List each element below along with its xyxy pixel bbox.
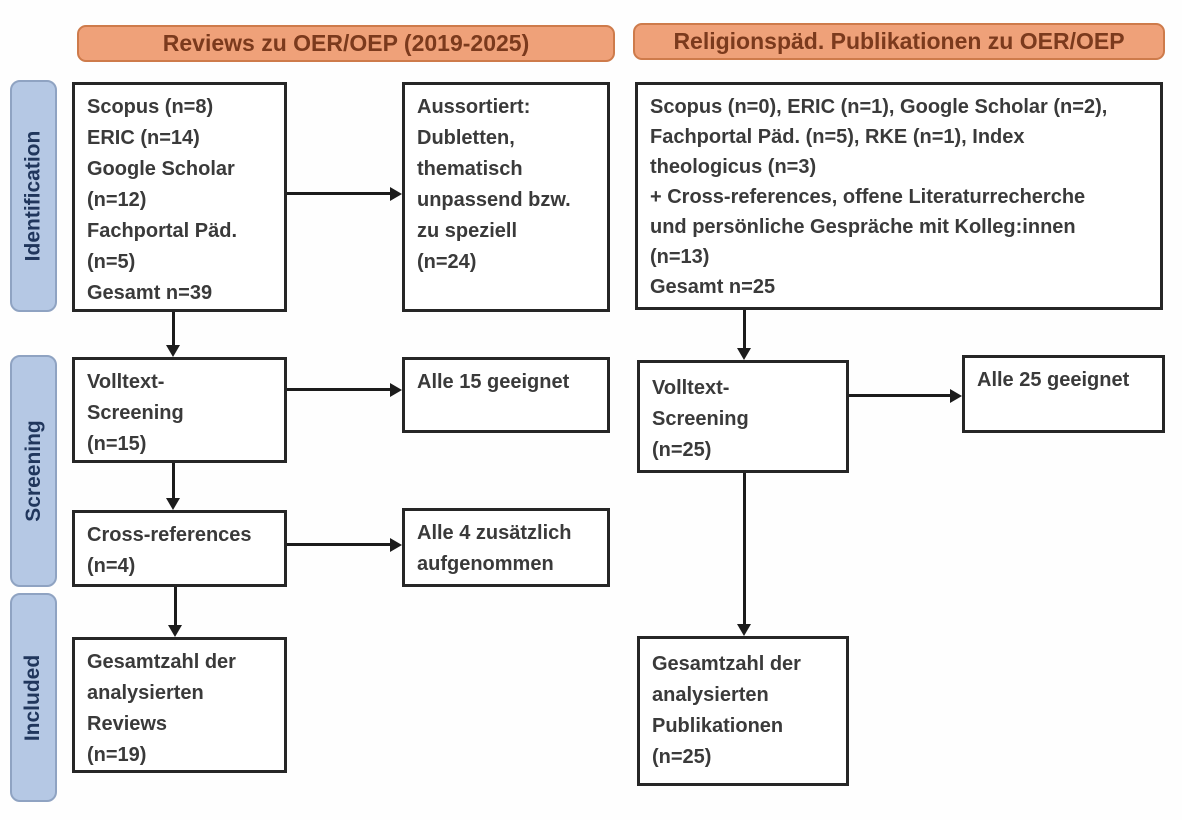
box-line: zu speziell [417, 220, 518, 242]
box-right-included-total: Gesamtzahl der analysierten Publikatione… [637, 636, 849, 786]
column-header-reviews-label: Reviews zu OER/OEP (2019-2025) [162, 30, 530, 56]
box-line: (n=15) [87, 433, 147, 455]
stage-pill-identification-label: Identification [21, 130, 45, 262]
box-left-crossrefs-result: Alle 4 zusätzlich aufgenommen [402, 508, 610, 587]
box-line: (n=13) [650, 246, 710, 268]
box-line: (n=25) [652, 746, 712, 768]
box-line: und persönliche Gespräche mit Kolleg:inn… [650, 216, 1076, 238]
box-left-fulltext-result: Alle 15 geeignet [402, 357, 610, 433]
box-left-included-total: Gesamtzahl der analysierten Reviews (n=1… [72, 637, 287, 773]
column-header-religionspaed: Religionspäd. Publikationen zu OER/OEP [633, 23, 1165, 60]
box-line: Gesamtzahl der [652, 653, 801, 675]
box-line: Fachportal Päd. (n=5), RKE (n=1), Index [650, 126, 1025, 148]
box-line: Cross-references [87, 524, 252, 546]
box-line: Screening [87, 402, 184, 424]
stage-pill-included-label: Included [21, 654, 45, 741]
box-line: aufgenommen [417, 553, 554, 575]
box-line: Gesamtzahl der [87, 651, 236, 673]
box-line: Alle 15 geeignet [417, 371, 570, 393]
box-line: analysierten [87, 682, 204, 704]
box-line: Dubletten, [417, 127, 515, 149]
column-header-religionspaed-label: Religionspäd. Publikationen zu OER/OEP [673, 28, 1125, 54]
box-left-excluded: Aussortiert: Dubletten, thematisch unpas… [402, 82, 610, 312]
box-line: Volltext- [87, 371, 165, 393]
stage-pill-identification: Identification [10, 80, 57, 312]
box-right-fulltext-result: Alle 25 geeignet [962, 355, 1165, 433]
box-line: Gesamt n=25 [650, 276, 776, 298]
box-line: (n=12) [87, 189, 147, 211]
box-line: Fachportal Päd. [87, 220, 238, 242]
box-right-sources: Scopus (n=0), ERIC (n=1), Google Scholar… [635, 82, 1163, 310]
box-line: Alle 4 zusätzlich [417, 522, 572, 544]
box-line: + Cross-references, offene Literaturrech… [650, 186, 1086, 208]
stage-pill-screening: Screening [10, 355, 57, 587]
box-left-fulltext-screening: Volltext- Screening (n=15) [72, 357, 287, 463]
box-line: Google Scholar [87, 158, 235, 180]
box-line: Gesamt n=39 [87, 282, 213, 304]
box-line: thematisch [417, 158, 523, 180]
box-line: (n=19) [87, 744, 147, 766]
box-left-sources: Scopus (n=8) ERIC (n=14) Google Scholar … [72, 82, 287, 312]
box-line: Publikationen [652, 715, 784, 737]
box-line: (n=5) [87, 251, 136, 273]
box-left-crossrefs: Cross-references (n=4) [72, 510, 287, 587]
box-line: Reviews [87, 713, 168, 735]
column-header-reviews: Reviews zu OER/OEP (2019-2025) [77, 25, 615, 62]
box-line: Screening [652, 408, 749, 430]
box-line: Alle 25 geeignet [977, 369, 1130, 391]
box-line: (n=25) [652, 439, 712, 461]
stage-pill-included: Included [10, 593, 57, 802]
stage-pill-screening-label: Screening [21, 420, 45, 522]
box-line: analysierten [652, 684, 769, 706]
box-line: ERIC (n=14) [87, 127, 200, 149]
box-line: Scopus (n=8) [87, 96, 214, 118]
box-right-fulltext-screening: Volltext- Screening (n=25) [637, 360, 849, 473]
box-line: (n=4) [87, 555, 136, 577]
box-line: Volltext- [652, 377, 730, 399]
box-line: theologicus (n=3) [650, 156, 817, 178]
box-line: Scopus (n=0), ERIC (n=1), Google Scholar… [650, 96, 1108, 118]
box-line: unpassend bzw. [417, 189, 571, 211]
box-line: (n=24) [417, 251, 477, 273]
box-line: Aussortiert: [417, 96, 531, 118]
